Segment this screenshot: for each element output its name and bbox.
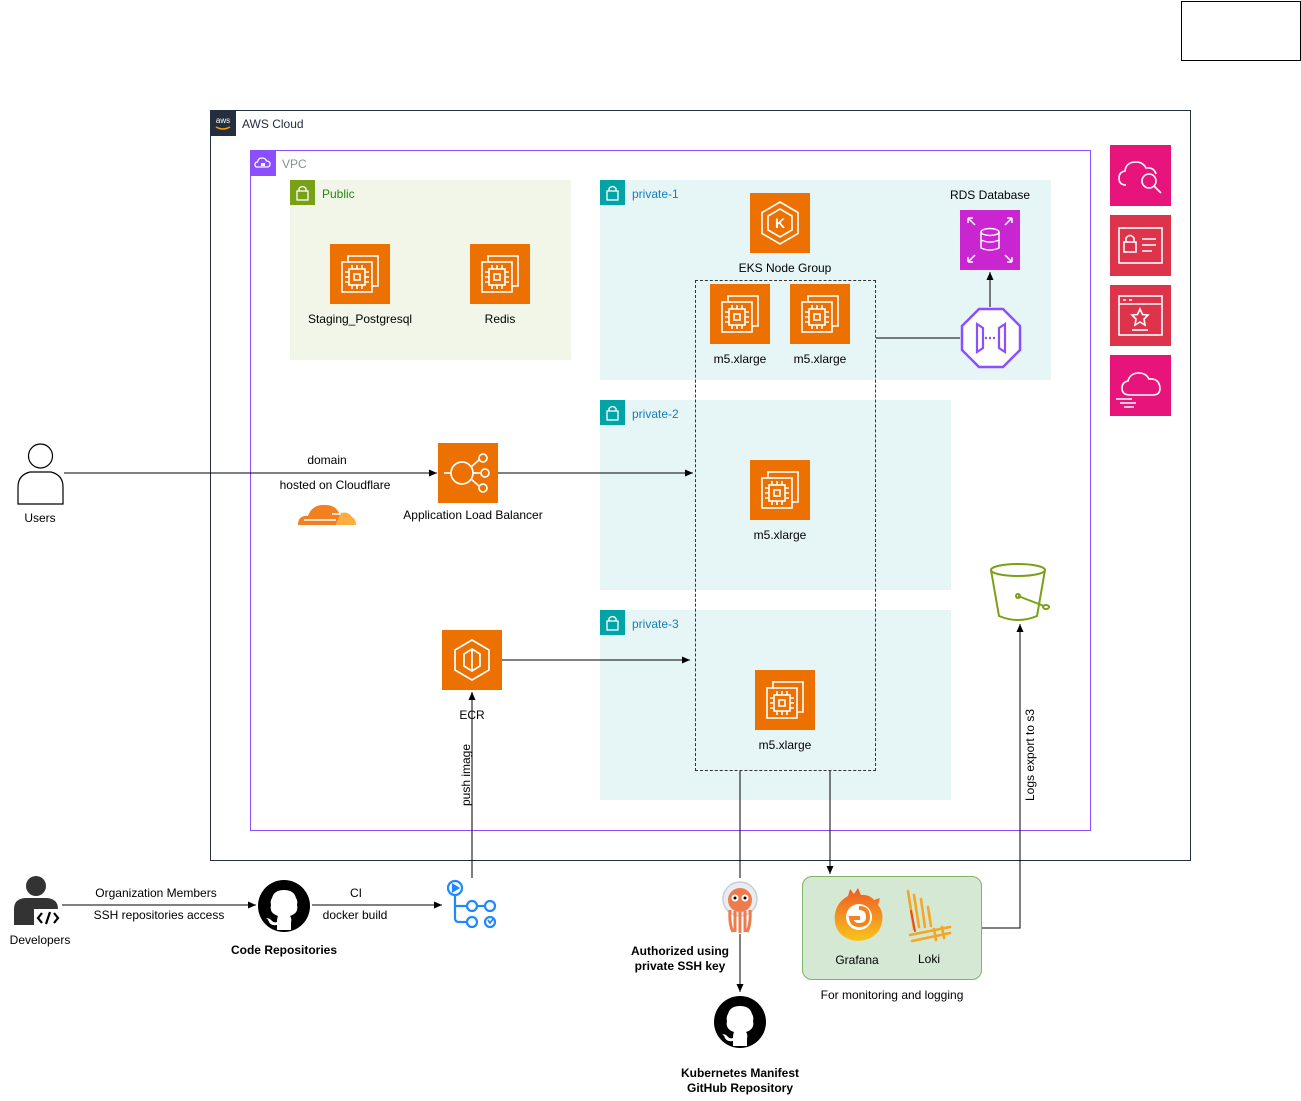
domain-label: domain (307, 453, 347, 467)
ecr-icon (442, 630, 502, 690)
code-repositories-label: Code Repositories (230, 943, 338, 957)
m5-xlarge-label: m5.xlarge (713, 352, 767, 366)
vpc-label: VPC (282, 157, 307, 171)
user-icon (16, 443, 65, 505)
authorized-line1: Authorized using (631, 944, 729, 958)
developers-label: Developers (9, 933, 71, 947)
pipeline-icon (445, 878, 499, 932)
ci-label: CI (350, 886, 362, 900)
developer-icon (12, 875, 62, 927)
lock-icon (600, 610, 625, 635)
cloudflare-icon (296, 497, 358, 527)
aws-cloud-label: AWS Cloud (242, 117, 304, 131)
monitoring-group (802, 876, 982, 980)
organization-members-label: Organization Members (95, 886, 217, 900)
github-icon (257, 879, 311, 933)
svg-text:aws: aws (216, 116, 230, 125)
aws-logo-icon: aws (210, 110, 236, 136)
manifest-line2: GitHub Repository (686, 1081, 794, 1095)
github-icon (713, 995, 767, 1049)
eks-icon: K (750, 193, 810, 253)
loki-icon (904, 887, 954, 943)
public-subnet-label: Public (322, 187, 355, 201)
authorized-line2: private SSH key (634, 959, 726, 973)
lock-icon (600, 400, 625, 425)
grafana-icon (830, 884, 886, 944)
rds-proxy-icon (960, 307, 1022, 369)
staging-postgresql-ec2-icon (330, 244, 390, 304)
vpc-group (250, 150, 1091, 831)
browser-star-icon (1110, 285, 1171, 346)
m5-xlarge-ec2-icon (710, 284, 770, 344)
cloudflare-label: hosted on Cloudflare (279, 478, 391, 492)
ecr-label: ECR (459, 708, 485, 722)
loki-label: Loki (917, 952, 941, 966)
docker-build-label: docker build (322, 908, 388, 922)
m5-xlarge-ec2-icon (750, 460, 810, 520)
private-1-label: private-1 (632, 187, 679, 201)
ssh-access-label: SSH repositories access (93, 908, 225, 922)
rds-database-icon (960, 210, 1020, 270)
cloud-search-icon (1110, 145, 1171, 206)
eks-node-group-boundary (695, 280, 876, 771)
private-2-label: private-2 (632, 407, 679, 421)
push-image-label: push image (459, 743, 473, 807)
rds-label: RDS Database (949, 188, 1031, 202)
users-label: Users (24, 511, 56, 525)
logs-export-label: Logs export to s3 (1023, 708, 1037, 802)
aws-cloud-group (210, 110, 1191, 861)
grafana-label: Grafana (835, 953, 879, 967)
alb-label: Application Load Balancer (403, 508, 543, 522)
manifest-line1: Kubernetes Manifest (680, 1066, 800, 1080)
redis-label: Redis (484, 312, 516, 326)
eks-node-group-label: EKS Node Group (738, 261, 832, 275)
staging-postgresql-label: Staging_Postgresql (307, 312, 413, 326)
m5-xlarge-label: m5.xlarge (758, 738, 812, 752)
monitoring-caption: For monitoring and logging (820, 988, 964, 1002)
lock-icon (290, 180, 315, 205)
m5-xlarge-label: m5.xlarge (793, 352, 847, 366)
m5-xlarge-label: m5.xlarge (753, 528, 807, 542)
vpc-icon (250, 150, 276, 176)
m5-xlarge-ec2-icon (790, 284, 850, 344)
identity-lock-icon (1110, 215, 1171, 276)
private-3-label: private-3 (632, 617, 679, 631)
svg-text:K: K (775, 215, 785, 231)
s3-bucket-icon (988, 560, 1050, 624)
alb-icon (438, 443, 498, 503)
redis-ec2-icon (470, 244, 530, 304)
argocd-icon (718, 880, 762, 934)
m5-xlarge-ec2-icon (755, 670, 815, 730)
cloud-logs-icon (1110, 355, 1171, 416)
loki-to-s3 (982, 624, 1024, 929)
lock-icon (600, 180, 625, 205)
